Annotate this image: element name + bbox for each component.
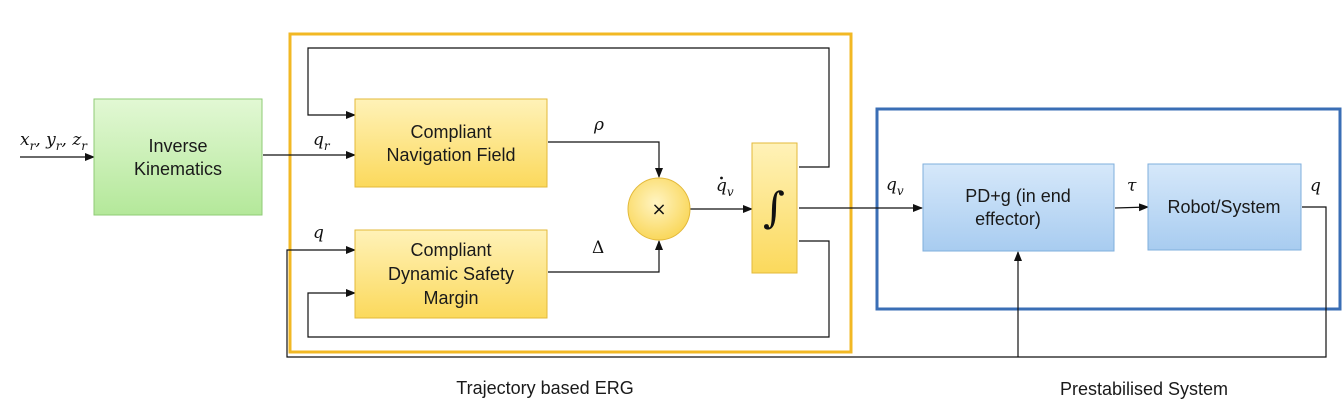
qv-label: qv [886,175,904,198]
multiplier-node: × [627,177,691,241]
prestabilised-caption: Prestabilised System [1060,379,1228,399]
signal-wires [20,47,1327,358]
pd-label-line2: effector) [975,209,1041,229]
multiply-symbol: × [651,199,666,220]
robot-system-block: Robot/System [1147,163,1302,251]
svg-text:qv: qv [716,176,734,199]
ik-label-line2: Kinematics [134,159,222,179]
dsm-label-line2: Dynamic Safety [388,264,514,284]
ik-label-line1: Inverse [148,136,207,156]
dsm-label-line3: Margin [423,288,478,308]
delta-label: Δ [592,238,604,258]
pd-controller-block: PD+g (in end effector) [922,163,1115,252]
dynamic-safety-margin-block: Compliant Dynamic Safety Margin [354,229,548,319]
erg-caption: Trajectory based ERG [456,378,633,398]
navigation-field-block: Compliant Navigation Field [354,98,548,188]
q-input-label: q [313,223,324,243]
integral-symbol: ∫ [763,183,785,232]
tau-label: τ [1127,176,1137,196]
nav-field-label-line1: Compliant [410,122,491,142]
inverse-kinematics-block: Inverse Kinematics [93,98,263,216]
qv-dot-label: qv [716,176,734,199]
reference-input-label: xr, yr, zr [20,130,88,153]
prestabilised-system-frame [875,107,1342,311]
erg-frame [288,32,853,354]
integrator-block: ∫ [751,142,798,274]
pd-label-line1: PD+g (in end [965,186,1071,206]
q-output-label: q [1310,176,1321,196]
qr-label: qr [313,130,331,153]
nav-field-label-line2: Navigation Field [386,145,515,165]
rho-label: ρ [593,115,604,135]
robot-label: Robot/System [1167,197,1280,217]
dsm-label-line1: Compliant [410,240,491,260]
